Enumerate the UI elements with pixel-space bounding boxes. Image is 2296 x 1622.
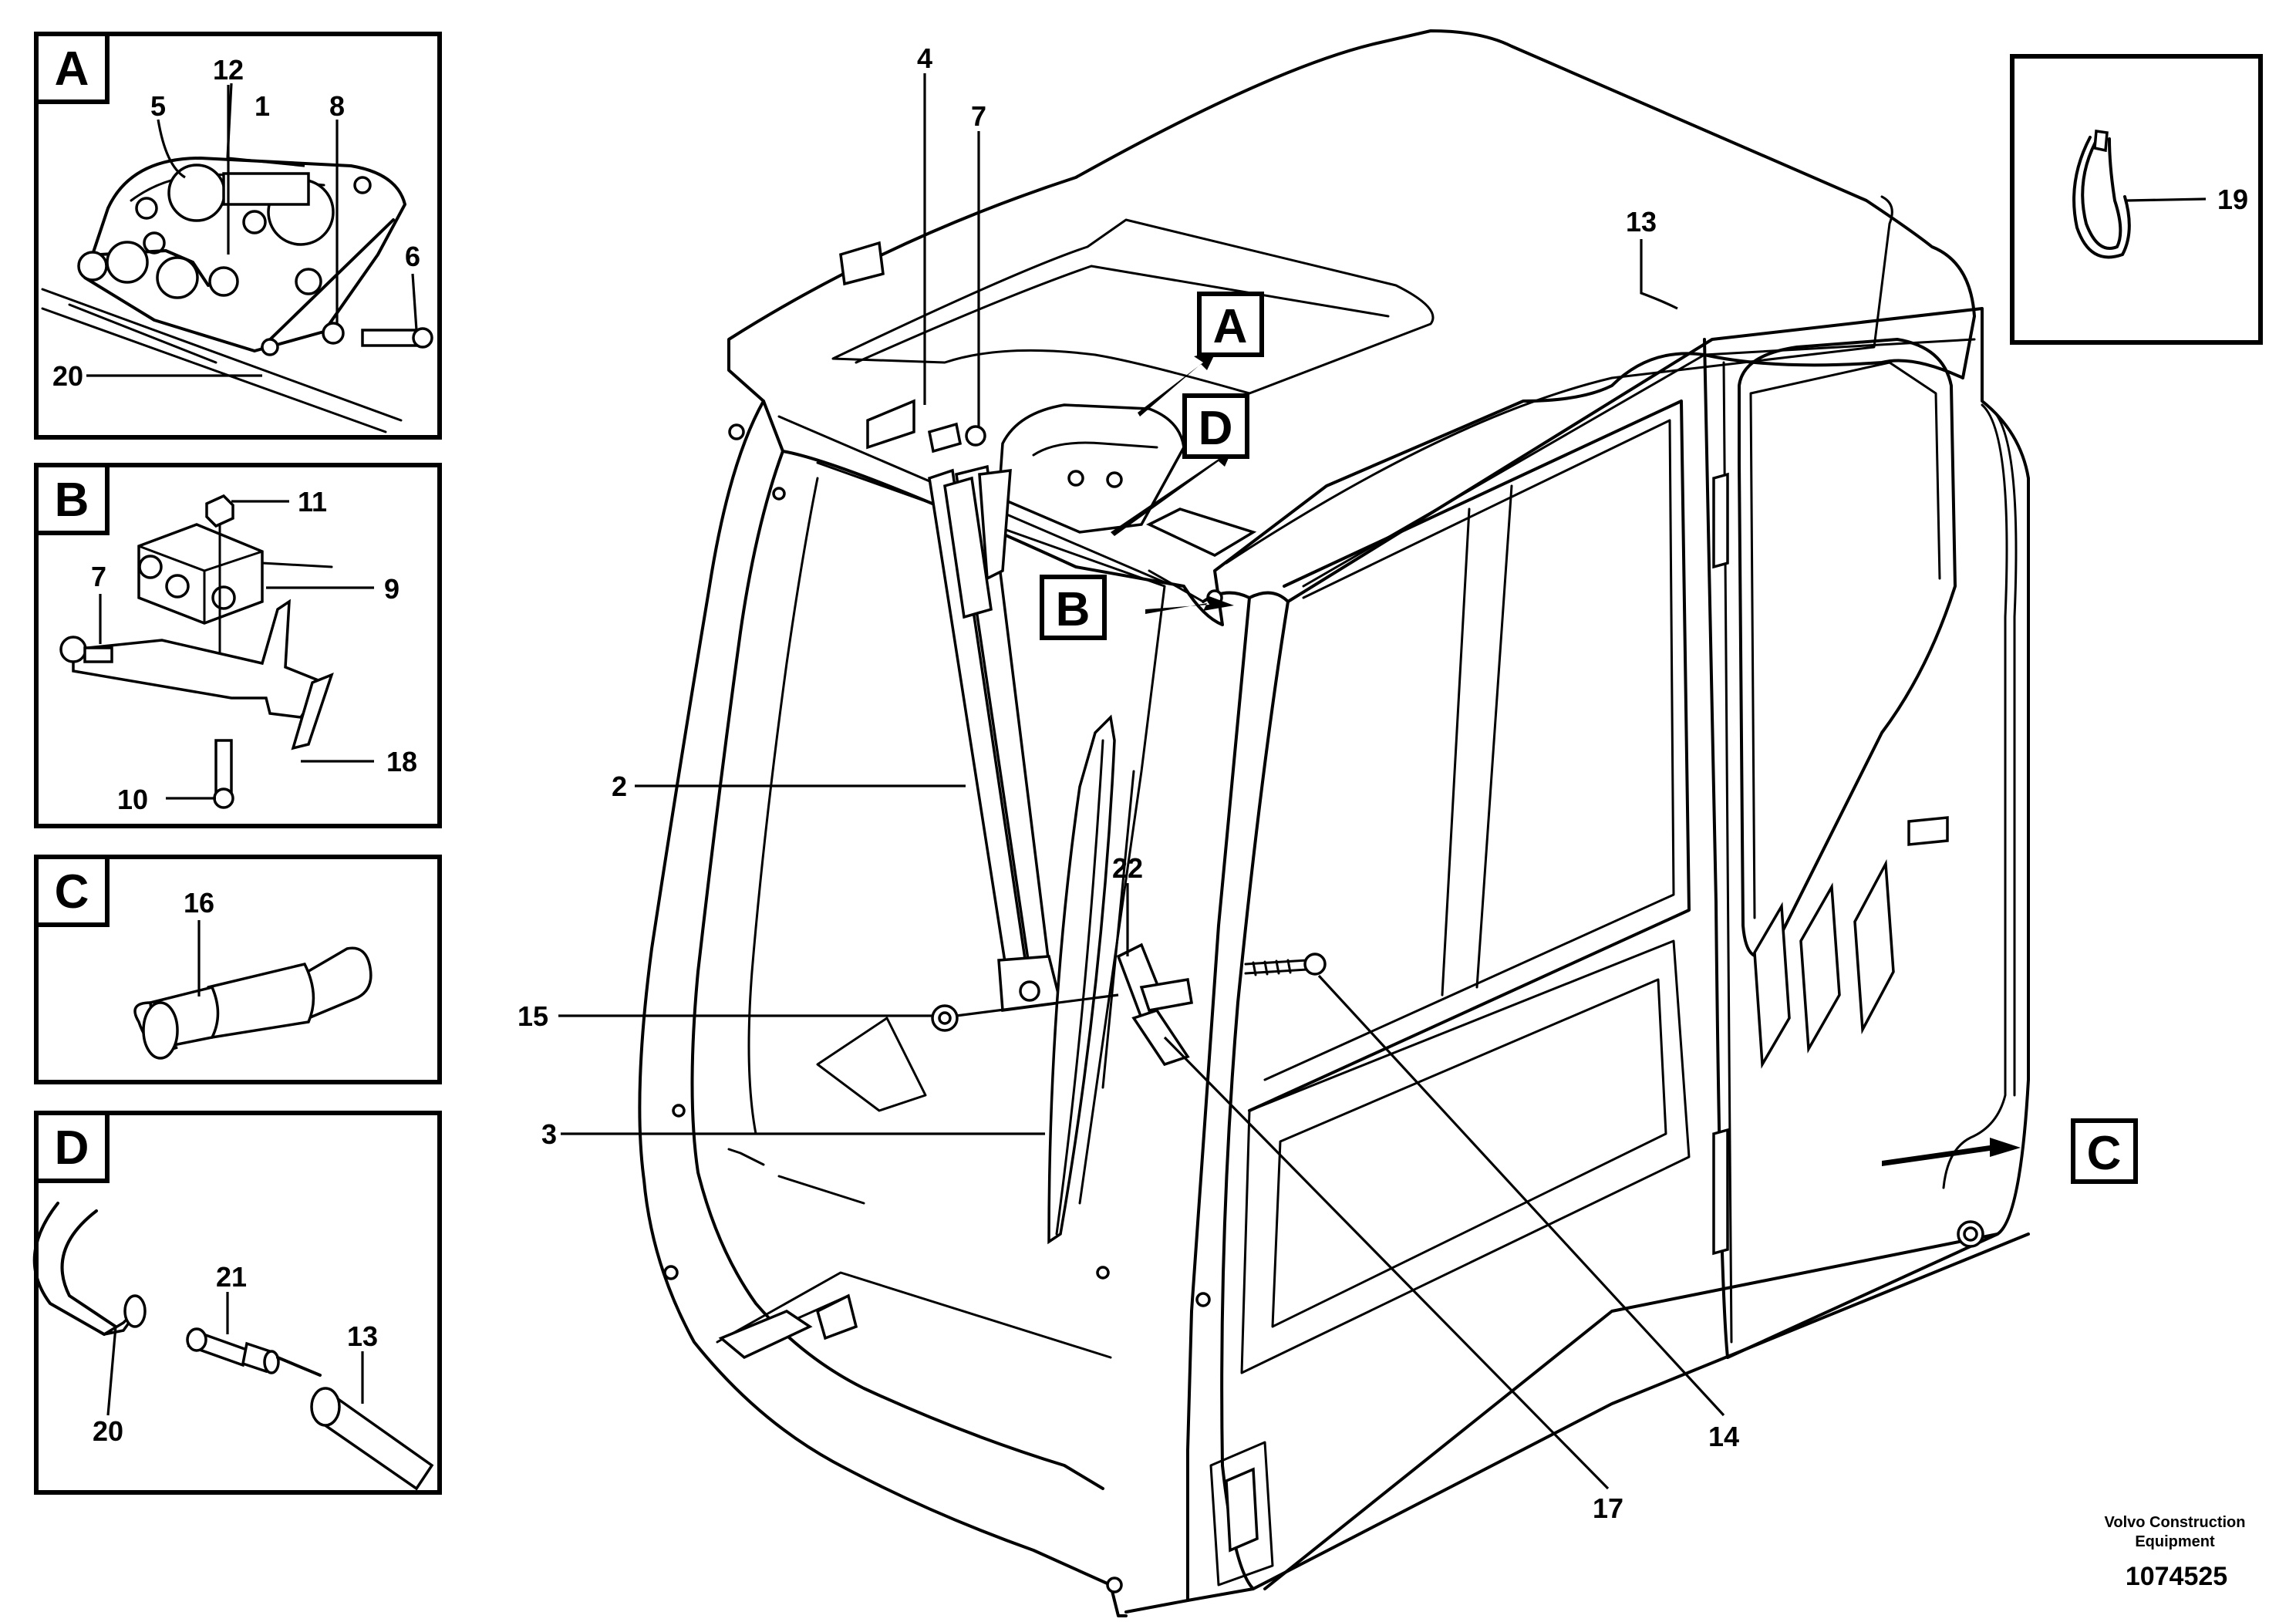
callout-13-panel-d: 13 bbox=[347, 1320, 378, 1352]
callout-8: 8 bbox=[329, 90, 345, 122]
callout-7-panel-b: 7 bbox=[91, 561, 106, 592]
detail-label-c: C bbox=[55, 865, 89, 919]
view-arrows bbox=[1111, 351, 2021, 1166]
callout-7-main: 7 bbox=[971, 100, 986, 132]
detail-panel-b: B 11 9 7 18 10 bbox=[34, 463, 442, 828]
callout-18: 18 bbox=[386, 746, 417, 777]
callout-20-panel-d: 20 bbox=[93, 1415, 123, 1447]
detail-panel-a: A bbox=[34, 32, 442, 440]
company-name-line1: Volvo Construction bbox=[2105, 1514, 2246, 1531]
callout-4: 4 bbox=[917, 42, 932, 74]
view-marker-c: C bbox=[2071, 1118, 2138, 1184]
drawing-number: 1074525 bbox=[2126, 1562, 2227, 1591]
callout-15: 15 bbox=[518, 1000, 548, 1032]
cable-tie-drawing bbox=[2072, 130, 2131, 259]
detail-label-b: B bbox=[55, 474, 89, 527]
view-marker-a: A bbox=[1197, 292, 1264, 357]
callout-13-main: 13 bbox=[1626, 206, 1657, 238]
panel-d-leaders bbox=[106, 1292, 364, 1416]
detail-panel-cable-tie: 19 bbox=[2010, 54, 2263, 345]
callout-9: 9 bbox=[384, 573, 400, 605]
svg-text:A: A bbox=[1213, 300, 1248, 353]
company-name-line2: Equipment bbox=[2135, 1533, 2215, 1550]
panel-b-leaders bbox=[99, 500, 374, 800]
svg-text:D: D bbox=[1199, 402, 1233, 455]
view-marker-b: B bbox=[1040, 575, 1107, 640]
callout-1: 1 bbox=[255, 90, 270, 122]
hose-coupling-drawing bbox=[32, 1202, 434, 1491]
callout-10: 10 bbox=[117, 784, 148, 815]
callout-16: 16 bbox=[184, 887, 214, 919]
callout-17: 17 bbox=[1593, 1492, 1623, 1524]
callout-19: 19 bbox=[2217, 184, 2248, 215]
footer: Volvo Construction Equipment 1074525 bbox=[2105, 1514, 2246, 1591]
view-marker-d: D bbox=[1182, 393, 1249, 459]
detail-label-a: A bbox=[55, 42, 89, 96]
callout-12: 12 bbox=[213, 54, 244, 86]
callout-14: 14 bbox=[1708, 1421, 1739, 1452]
svg-text:C: C bbox=[2087, 1127, 2122, 1180]
callout-21: 21 bbox=[216, 1261, 247, 1293]
detail-label-d: D bbox=[55, 1121, 89, 1175]
panel-a-leaders bbox=[86, 83, 418, 377]
cab-drawing bbox=[638, 29, 2030, 1617]
panel-19-leader bbox=[2126, 197, 2207, 202]
svg-text:B: B bbox=[1056, 583, 1091, 636]
switch-bracket-drawing bbox=[59, 494, 334, 809]
callout-6: 6 bbox=[405, 241, 420, 272]
callout-11: 11 bbox=[298, 486, 327, 518]
hose-connector-drawing bbox=[133, 946, 373, 1060]
detail-panel-c: C 16 bbox=[34, 855, 442, 1084]
wiper-motor-drawing bbox=[41, 157, 433, 433]
callout-22: 22 bbox=[1112, 852, 1143, 884]
callout-3: 3 bbox=[541, 1118, 557, 1150]
callout-5: 5 bbox=[150, 90, 166, 122]
main-leaders bbox=[558, 73, 1725, 1490]
callout-2: 2 bbox=[612, 771, 627, 802]
callout-20-panel-a: 20 bbox=[52, 360, 83, 392]
detail-panel-d: D 21 13 20 bbox=[32, 1111, 442, 1495]
